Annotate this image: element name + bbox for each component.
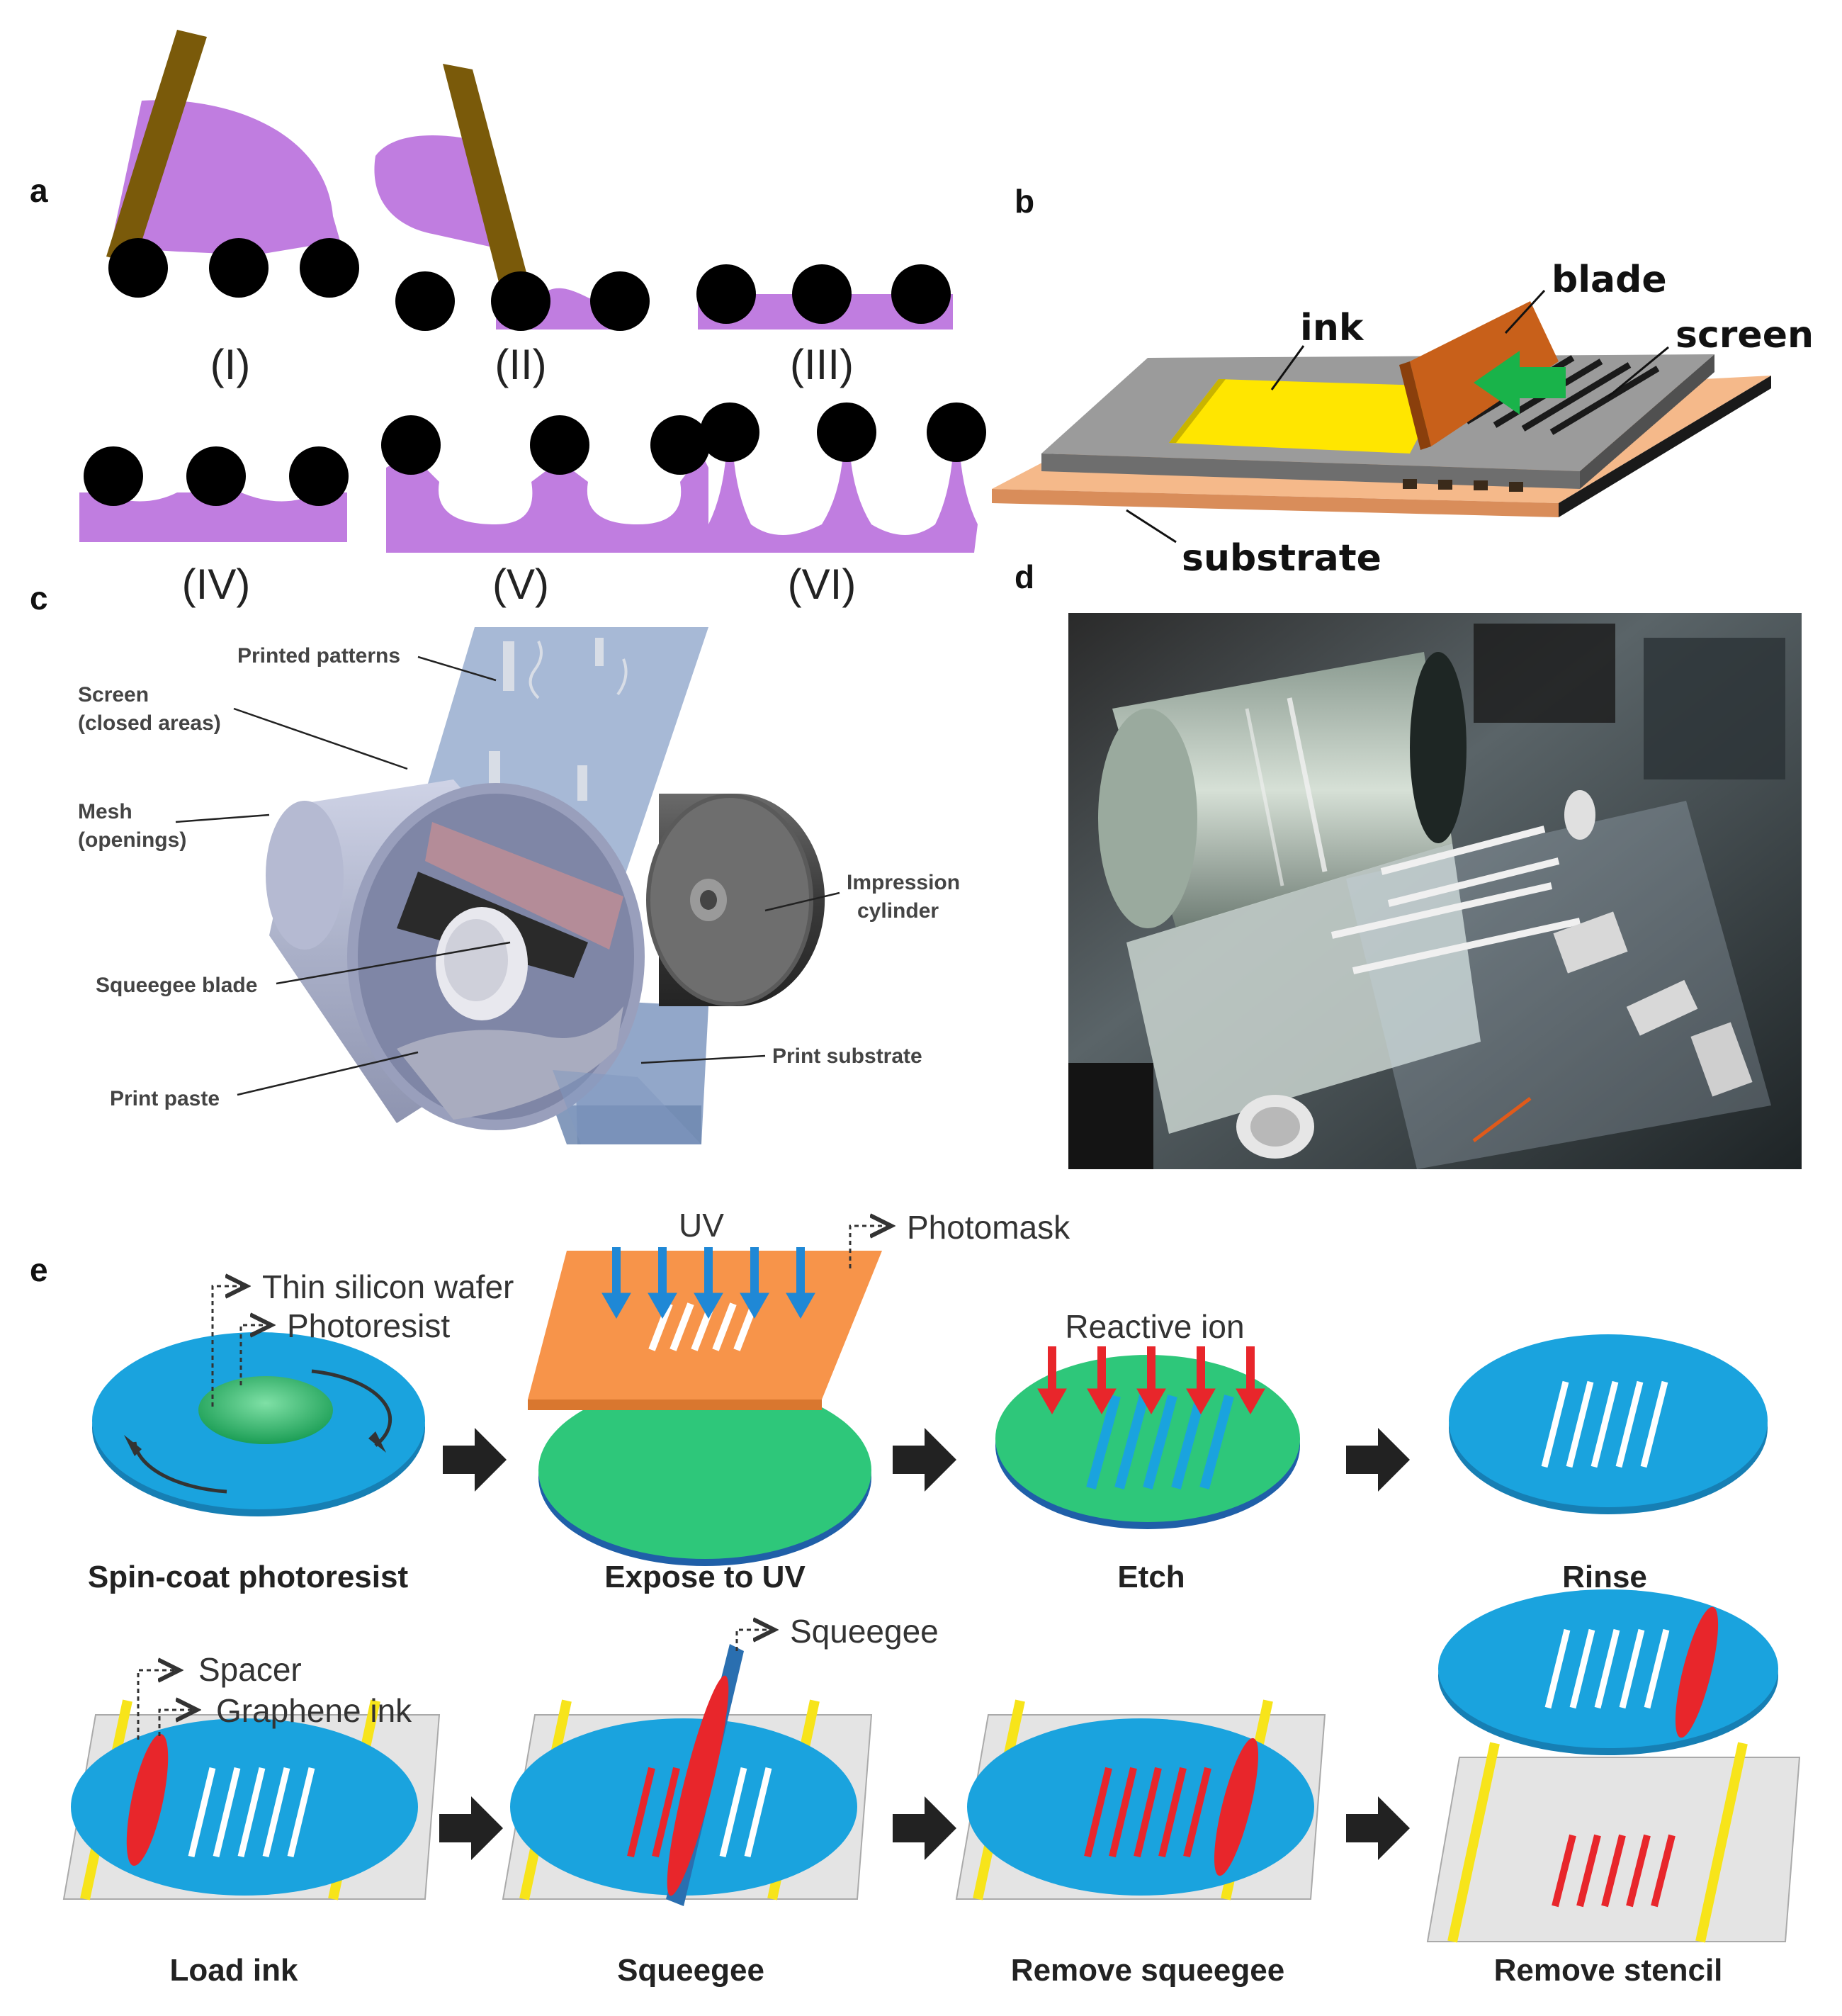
label-photoresist: Photoresist <box>287 1307 450 1344</box>
label-graphene-ink: Graphene ink <box>216 1692 412 1729</box>
label-print-paste: Print paste <box>110 1087 220 1110</box>
step-squeegee: Squeegee Squeegee <box>502 1613 939 1988</box>
caption-squeegee: Squeegee <box>617 1953 764 1988</box>
printing-machine-photo <box>1068 613 1802 1169</box>
caption-etch: Etch <box>1117 1560 1185 1594</box>
label-thin-wafer: Thin silicon wafer <box>262 1268 514 1305</box>
panel-label-e: e <box>30 1251 48 1288</box>
step-rinse: Rinse <box>1449 1334 1768 1594</box>
label-squeegee: Squeegee <box>790 1613 939 1650</box>
label-uv: UV <box>679 1207 724 1244</box>
step-expose-uv: UV Photomask Expose to UV <box>528 1207 1070 1594</box>
step-label-6: (VI) <box>788 561 857 608</box>
label-screen-closed-sub: (closed areas) <box>78 711 221 735</box>
screen-printing-schematic: ink blade screen substrate <box>992 259 1814 580</box>
graphene-ink-bead <box>126 1733 169 1866</box>
panel-label-c: c <box>30 580 48 616</box>
label-squeegee-blade: Squeegee blade <box>96 974 257 997</box>
panel-a-step-5: (V) <box>381 415 710 608</box>
step-spin-coat: Thin silicon wafer Photoresist Spin-coat… <box>88 1268 514 1594</box>
label-print-substrate: Print substrate <box>772 1044 922 1068</box>
label-mesh-sub: (openings) <box>78 828 186 852</box>
caption-rinse: Rinse <box>1562 1560 1647 1594</box>
panel-label-a: a <box>30 172 48 209</box>
process-arrow-3 <box>1346 1428 1410 1492</box>
step-label-1: (I) <box>210 341 251 388</box>
step-remove-squeegee: Remove squeegee <box>955 1699 1326 1988</box>
panel-a-step-1: (I) <box>106 30 359 388</box>
step-label-3: (III) <box>790 341 854 388</box>
process-arrow-6 <box>1346 1796 1410 1860</box>
step-load-ink: Spacer Graphene ink Load ink <box>62 1651 441 1988</box>
caption-spin-coat: Spin-coat photoresist <box>88 1560 409 1594</box>
label-ink: ink <box>1300 307 1364 349</box>
ink-area <box>1169 379 1445 454</box>
label-reactive-ion: Reactive ion <box>1065 1308 1244 1345</box>
caption-expose-uv: Expose to UV <box>604 1560 806 1594</box>
process-arrow-2 <box>893 1428 956 1492</box>
step-label-2: (II) <box>495 341 546 388</box>
caption-remove-squeegee: Remove squeegee <box>1011 1953 1284 1988</box>
label-photomask: Photomask <box>907 1209 1070 1246</box>
process-arrow-5 <box>893 1796 956 1860</box>
label-screen-closed: Screen <box>78 683 149 706</box>
label-mesh: Mesh <box>78 800 132 823</box>
step-label-4: (IV) <box>182 561 251 608</box>
label-printed-patterns: Printed patterns <box>237 644 400 668</box>
process-arrow-1 <box>443 1428 507 1492</box>
label-blade: blade <box>1552 259 1667 301</box>
label-impression: Impression <box>847 871 960 894</box>
blade <box>1410 301 1559 446</box>
panel-a-step-6: (VI) <box>691 402 986 608</box>
print-paste <box>397 1006 623 1120</box>
panel-a-step-2: (II) <box>374 64 650 388</box>
panel-a-step-4: (IV) <box>79 446 349 608</box>
step-label-5: (V) <box>492 561 549 608</box>
label-substrate: substrate <box>1182 537 1382 580</box>
step-etch: Reactive ion Etch <box>995 1308 1300 1594</box>
step-remove-stencil: Remove stencil <box>1426 1589 1801 1988</box>
rotary-screen-schematic: Printed patterns Screen (closed areas) M… <box>78 627 960 1144</box>
process-arrow-4 <box>439 1796 503 1860</box>
caption-remove-stencil: Remove stencil <box>1494 1953 1723 1988</box>
panel-label-b: b <box>1015 183 1034 220</box>
panel-label-d: d <box>1015 558 1034 595</box>
caption-load-ink: Load ink <box>170 1953 298 1988</box>
panel-a-step-3: (III) <box>696 264 953 388</box>
direction-arrow <box>1474 351 1566 415</box>
label-spacer: Spacer <box>198 1651 302 1688</box>
label-screen: screen <box>1676 314 1814 356</box>
label-impression-sub: cylinder <box>857 899 939 923</box>
photoresist-blob <box>198 1376 333 1444</box>
